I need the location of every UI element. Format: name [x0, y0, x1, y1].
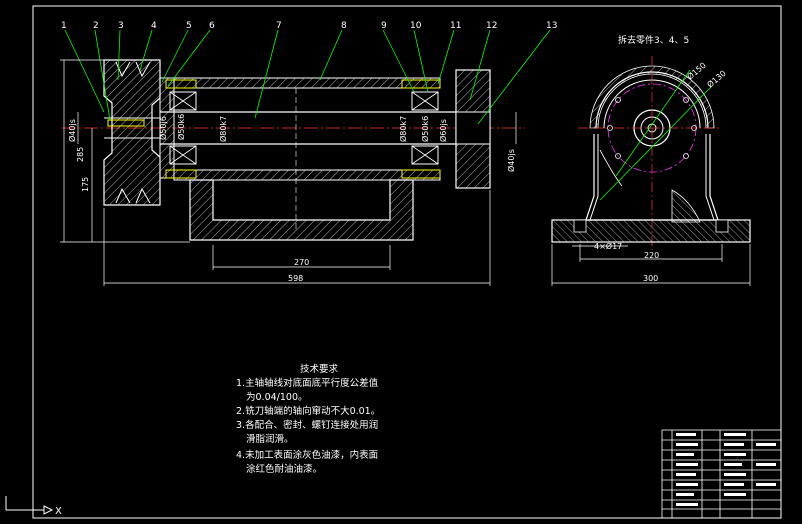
part-label-10: 10	[410, 21, 422, 31]
part-label-6: 6	[209, 21, 215, 31]
base	[189, 179, 414, 241]
note-line-7: 涂红色耐油油漆。	[246, 463, 322, 475]
part-label-8: 8	[341, 21, 347, 31]
ucs-icon: X	[5, 496, 62, 517]
dim-d50k6-right: Ø50k6	[420, 116, 430, 142]
dim-d50j6: Ø50j6	[158, 116, 168, 140]
ucs-x-label: X	[55, 506, 62, 517]
dim-d150: Ø150	[685, 60, 708, 82]
part-label-1: 1	[61, 21, 67, 31]
front-view	[62, 59, 525, 241]
part-numbers: 1 2 3 4 5 6 7 8 9 10 11 12 13	[61, 21, 557, 31]
note-line-5: 滑脂润滑。	[246, 433, 294, 445]
dim-220: 220	[644, 251, 659, 260]
front-dimension-lines	[60, 59, 517, 286]
dim-d130: Ø130	[705, 68, 728, 90]
bearing-left-top	[169, 91, 197, 111]
dim-d80k7-left: Ø80k7	[218, 116, 228, 142]
part-label-13: 13	[546, 21, 557, 31]
base-plate	[551, 219, 751, 243]
title-block	[661, 429, 782, 519]
technical-notes: 技术要求 1.主轴轴线对底面底平行度公差值 为0.04/100。 2.铣刀轴端的…	[236, 363, 380, 475]
part-label-5: 5	[186, 21, 192, 31]
dim-holes: 4×Ø17	[594, 241, 622, 251]
note-line-3: 2.铣刀轴端的轴向窜动不大0.01。	[236, 405, 380, 417]
pulley	[103, 59, 161, 206]
dim-285: 285	[76, 147, 85, 162]
note-line-6: 4.未加工表面涂灰色油漆，内表面	[236, 449, 378, 461]
bearing-right-top	[411, 91, 439, 111]
part-label-9: 9	[381, 21, 387, 31]
dim-d40-left: Ø40js	[67, 119, 77, 142]
dim-d80k7-right: Ø80k7	[398, 116, 408, 142]
housing-top	[173, 77, 441, 89]
part-label-7: 7	[276, 21, 282, 31]
dim-d40-right: Ø40js	[506, 149, 516, 172]
drawing-frame	[32, 5, 782, 519]
note-line-4: 3.各配合、密封、螺钉连接处用润	[236, 419, 378, 431]
side-view-title: 拆去零件3、4、5	[618, 34, 689, 46]
leader-lines	[64, 29, 551, 125]
part-label-11: 11	[450, 21, 461, 31]
part-label-4: 4	[151, 21, 157, 31]
dim-175: 175	[81, 177, 90, 192]
part-label-2: 2	[93, 21, 99, 31]
part-label-3: 3	[118, 21, 124, 31]
part-label-12: 12	[486, 21, 497, 31]
dim-598: 598	[288, 274, 303, 283]
dim-d50k6-left: Ø50k6	[176, 114, 186, 140]
dim-d60js: Ø60js	[438, 119, 448, 142]
side-view: 拆去零件3、4、5 Ø150 Ø130	[551, 34, 751, 286]
dim-270: 270	[294, 258, 309, 267]
title-block-marks	[676, 433, 776, 506]
note-line-1: 1.主轴轴线对底面底平行度公差值	[236, 377, 379, 389]
dim-300: 300	[643, 274, 658, 283]
note-line-2: 为0.04/100。	[246, 391, 308, 403]
notes-title: 技术要求	[300, 363, 339, 375]
